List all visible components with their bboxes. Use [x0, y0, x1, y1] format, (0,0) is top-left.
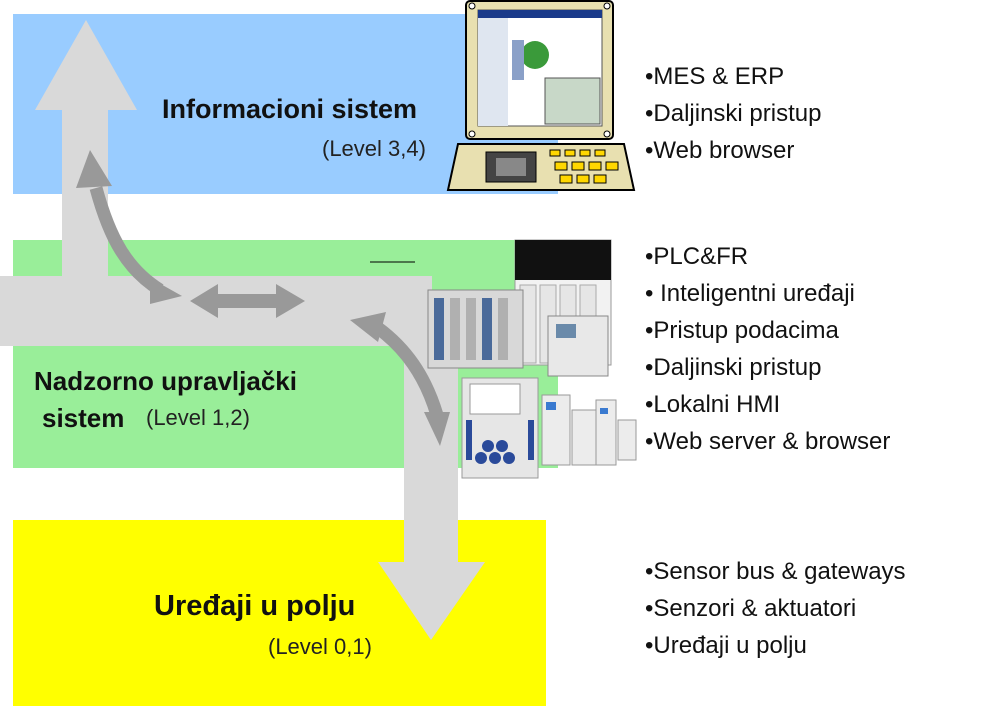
supervisory-level-number: (Level 1,2): [146, 405, 250, 430]
info-level-number: (Level 3,4): [322, 136, 426, 161]
curved-arrow-lower-icon: [374, 322, 444, 417]
plc-rack-illustration: [427, 239, 612, 377]
curved-arrow-upper-icon: [89, 186, 164, 296]
supervisory-level-title-line2: sistem: [42, 403, 125, 433]
curved-arrow-upper-head1-icon: [76, 150, 112, 188]
bullet-item: •Sensor bus & gateways: [645, 558, 906, 585]
bullet-item: •Pristup podacima: [645, 317, 839, 344]
bullet-item: •Senzori & aktuatori: [645, 595, 857, 622]
bullet-item: •MES & ERP: [645, 63, 785, 90]
field-bullets: •Sensor bus & gateways •Senzori & aktuat…: [645, 553, 906, 664]
bullet-item: •Daljinski pristup: [645, 100, 822, 127]
bullet-item: •PLC&FR: [645, 243, 749, 270]
info-level-title: Informacioni sistem: [162, 94, 418, 124]
big-up-arrow: [35, 20, 137, 290]
computer-terminal-illustration: [446, 0, 636, 191]
supervisory-bullets: •PLC&FR • Inteligentni uređaji •Pristup …: [645, 238, 890, 460]
bullet-item: •Web server & browser: [645, 428, 891, 455]
horizontal-double-arrow-icon: [190, 284, 305, 318]
field-level-title: Uređaji u polju: [154, 590, 356, 622]
hmi-drives-illustration: [461, 377, 637, 479]
bullet-item: •Uređaji u polju: [645, 632, 807, 659]
curved-arrow-lower-head1-icon: [350, 312, 386, 342]
bullet-item: •Lokalni HMI: [645, 391, 781, 418]
supervisory-level-title-line1: Nadzorno upravljački: [34, 366, 297, 396]
big-down-arrow: [378, 290, 485, 640]
bullet-item: • Inteligentni uređaji: [645, 280, 855, 307]
info-bullets: •MES & ERP •Daljinski pristup •Web brows…: [645, 58, 821, 169]
bullet-item: •Daljinski pristup: [645, 354, 822, 381]
field-level-number: (Level 0,1): [268, 634, 372, 659]
curved-arrow-lower-head2-icon: [424, 412, 450, 446]
bullet-item: •Web browser: [645, 137, 795, 164]
curved-arrow-upper-head2-icon: [150, 278, 182, 304]
